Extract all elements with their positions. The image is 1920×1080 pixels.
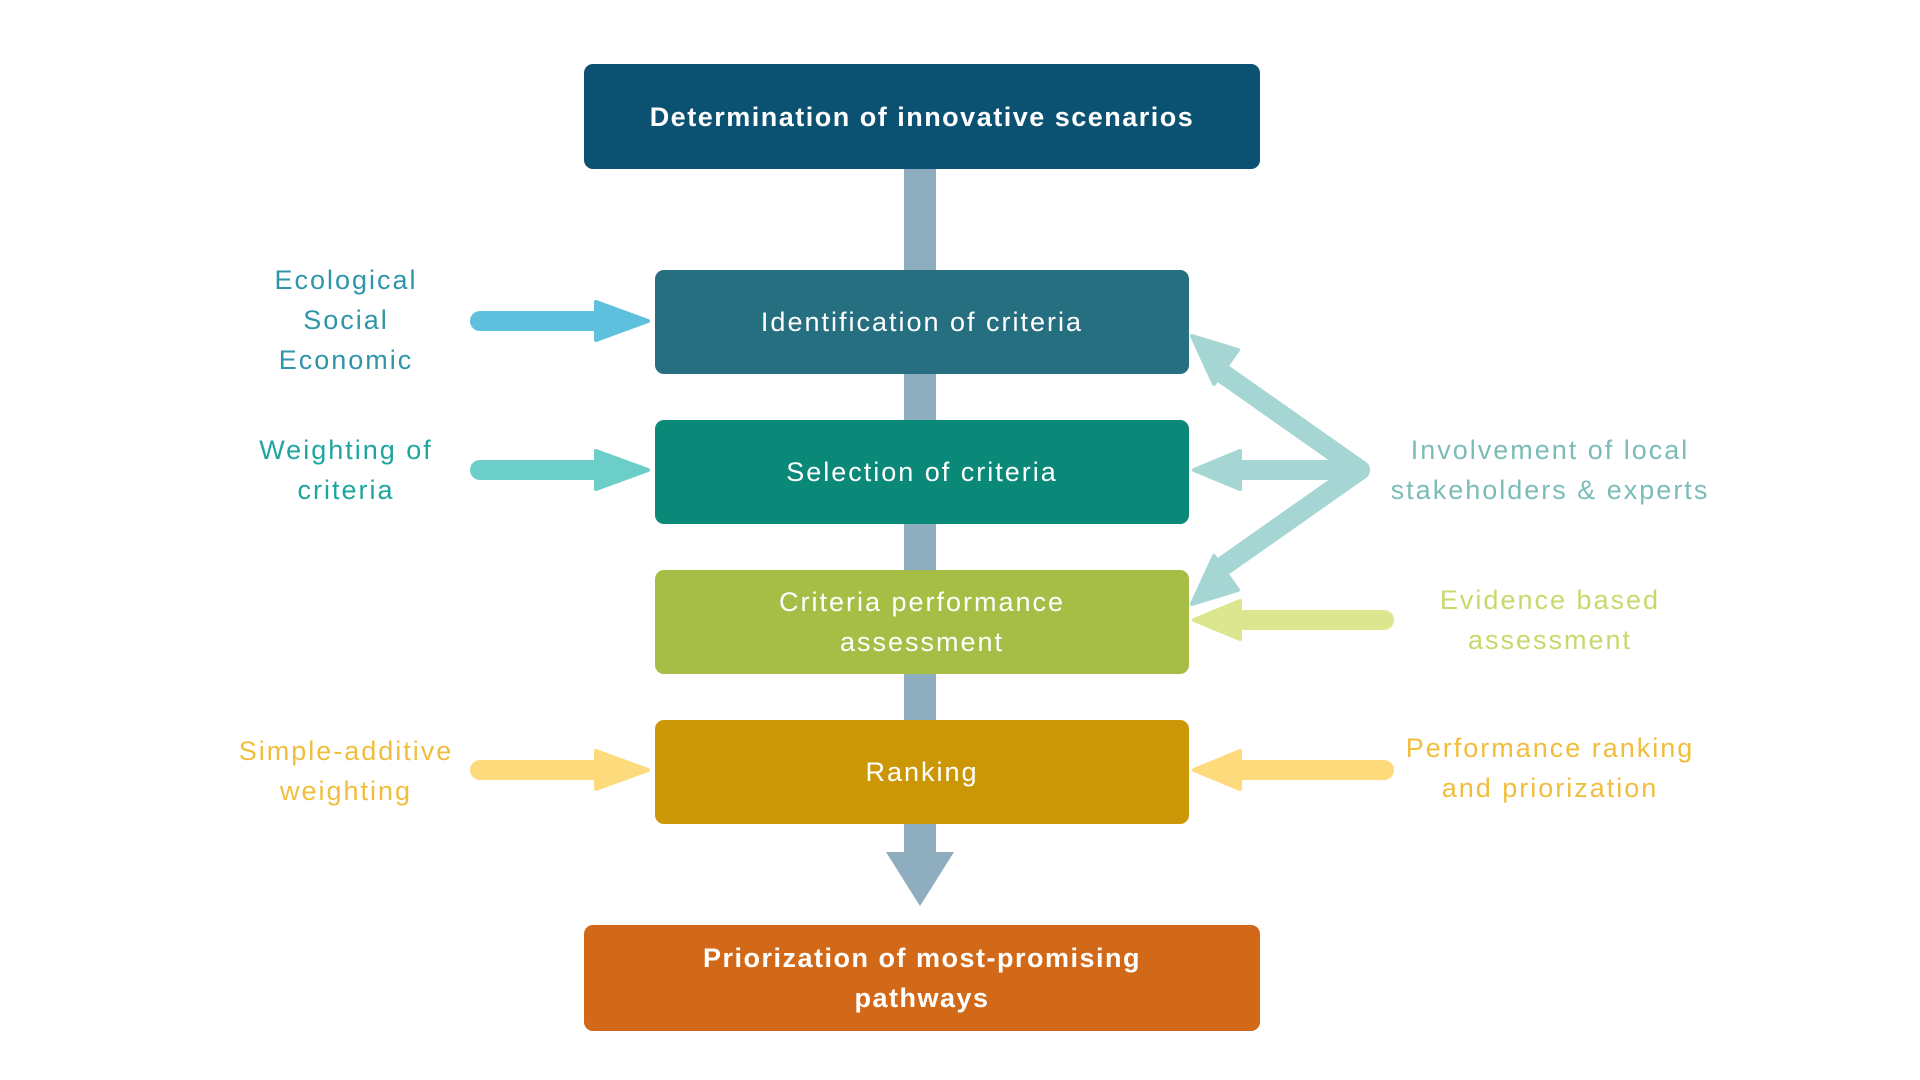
step-label: Ranking: [865, 757, 979, 787]
step-label: Identification of criteria: [760, 307, 1084, 337]
arrow-evidence-to-performance: [1192, 599, 1394, 641]
bottom-box-label-line-2: pathways: [854, 983, 990, 1013]
label-simple-additive-weighting: Simple-additive weighting: [238, 736, 454, 806]
bottom-box-label-line-1: Priorization of most-promising: [702, 943, 1141, 973]
top-box-label: Determination of innovative scenarios: [649, 101, 1195, 132]
top-box-innovative-scenarios: Determination of innovative scenarios: [584, 64, 1260, 169]
label-ecological-social-economic: Ecological Social Economic: [274, 265, 418, 375]
step-identification-of-criteria: Identification of criteria: [655, 270, 1189, 374]
step-label-line-2: assessment: [839, 627, 1005, 657]
label-weighting-of-criteria: Weighting of criteria: [259, 435, 433, 505]
label-evidence-based-assessment: Evidence based assessment: [1439, 585, 1661, 655]
step-label: Selection of criteria: [786, 457, 1058, 487]
arrow-ranking-source-to-ranking: [1192, 749, 1394, 791]
step-selection-of-criteria: Selection of criteria: [655, 420, 1189, 524]
arrow-weighting-to-selection: [470, 449, 650, 491]
step-criteria-performance-assessment: Criteria performance assessment: [655, 570, 1189, 674]
label-performance-ranking-priorization: Performance ranking and priorization: [1405, 733, 1695, 803]
arrow-stakeholders-fan: [1190, 334, 1370, 606]
bottom-box-priorization: Priorization of most-promising pathways: [584, 925, 1260, 1031]
label-involvement-of-stakeholders: Involvement of local stakeholders & expe…: [1390, 435, 1710, 505]
arrow-saw-to-ranking: [470, 749, 650, 791]
step-ranking: Ranking: [655, 720, 1189, 824]
arrow-ecological-to-identification: [470, 300, 650, 342]
flow-spine-arrowhead: [886, 852, 954, 906]
step-label-line-1: Criteria performance: [778, 587, 1066, 617]
